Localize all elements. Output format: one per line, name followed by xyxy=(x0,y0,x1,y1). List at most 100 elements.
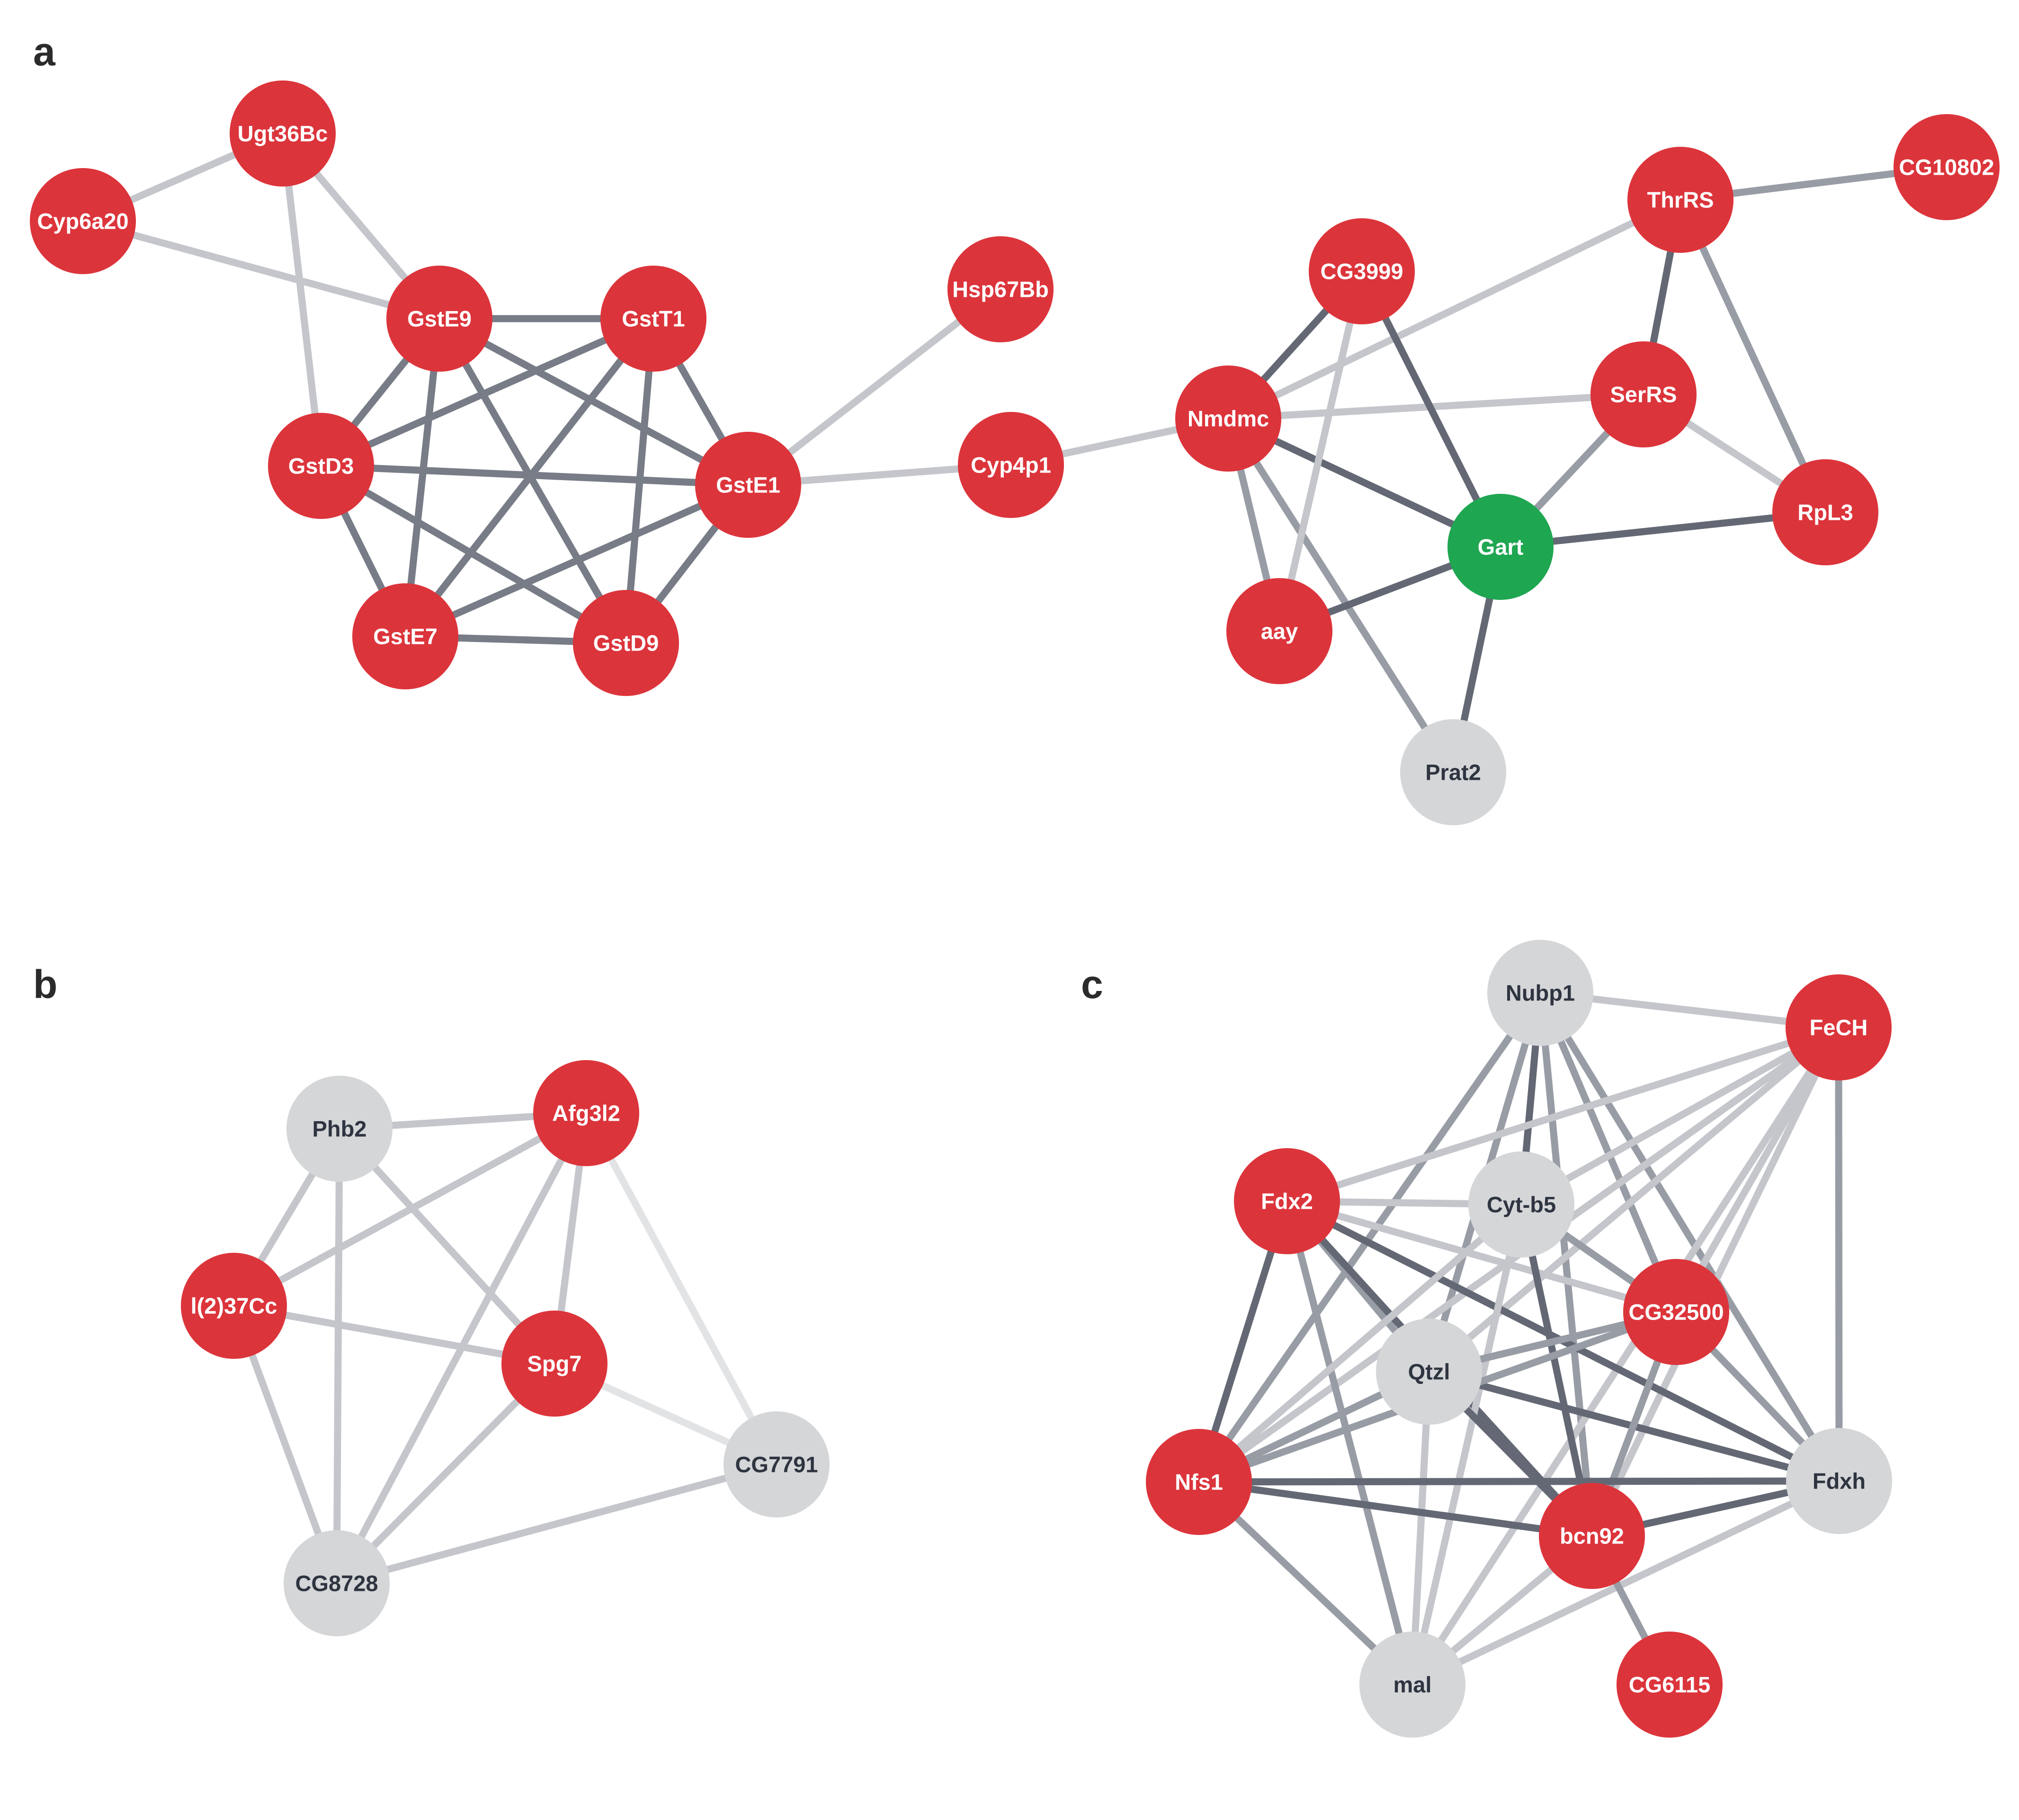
node-circle-gste7 xyxy=(352,583,458,689)
node-circle-qtzl xyxy=(1376,1319,1482,1425)
node-thrrs: ThrRS xyxy=(1627,147,1733,253)
edge-nubp1-fdxh xyxy=(1537,991,1842,1483)
node-circle-fdxh xyxy=(1786,1428,1892,1534)
edge-gart-rpl3 xyxy=(1500,509,1826,551)
edge-gste9-gste1 xyxy=(438,315,750,488)
node-label-cg6115: CG6115 xyxy=(1629,1672,1710,1697)
node-circle-mal xyxy=(1359,1632,1465,1738)
edge-thrrs-rpl3 xyxy=(1677,198,1829,514)
node-circle-cg8728 xyxy=(284,1530,390,1636)
edge-fech-mal xyxy=(1409,1025,1842,1687)
node-circle-fech xyxy=(1786,974,1892,1080)
edge-gste9-gste7 xyxy=(402,318,443,637)
edge-cyt-b5-mal xyxy=(1409,1204,1525,1686)
node-cg32500: CG32500 xyxy=(1623,1259,1729,1365)
node-circle-cg3999 xyxy=(1309,218,1415,324)
node-circle-nfs1 xyxy=(1146,1429,1252,1535)
node-fdx2: Fdx2 xyxy=(1234,1148,1340,1254)
node-gste1: GstE1 xyxy=(695,432,801,538)
node-fdxh: Fdxh xyxy=(1786,1428,1892,1534)
edge-nmdmc-prat2 xyxy=(1225,416,1456,775)
node-circle-aay xyxy=(1226,578,1332,684)
node-label-afg3l2: Afg3l2 xyxy=(552,1101,620,1126)
edge-cg8728-cg7791 xyxy=(336,1461,777,1587)
node-label-gste7: GstE7 xyxy=(373,624,438,649)
node-cyp4p1: Cyp4p1 xyxy=(958,412,1064,518)
edge-fech-cyt-b5 xyxy=(1519,1024,1840,1208)
node-label-gstd3: GstD3 xyxy=(288,454,354,479)
node-fech: FeCH xyxy=(1786,974,1892,1080)
edge-nubp1-nfs1 xyxy=(1196,990,1544,1484)
node-label-cg32500: CG32500 xyxy=(1628,1300,1724,1325)
node-circle-gart xyxy=(1447,494,1554,600)
node-bcn92: bcn92 xyxy=(1539,1483,1645,1589)
node-label-serrs: SerRS xyxy=(1610,382,1677,407)
node-label-gstt1: GstT1 xyxy=(622,306,685,331)
edge-afg3l2-cg7791 xyxy=(583,1111,780,1466)
edge-fdx2-mal xyxy=(1283,1200,1416,1686)
node-circle-cyp6a20 xyxy=(30,168,136,274)
node-label-gste1: GstE1 xyxy=(716,473,780,498)
node-circle-afg3l2 xyxy=(533,1060,639,1166)
node-circle-phb2 xyxy=(286,1076,393,1182)
node-circle-nubp1 xyxy=(1487,940,1593,1046)
node-label-ugt36bc: Ugt36Bc xyxy=(238,121,328,146)
node-label-cg10802: CG10802 xyxy=(1899,155,1994,180)
node-phb2: Phb2 xyxy=(286,1076,393,1182)
node-afg3l2: Afg3l2 xyxy=(533,1060,639,1166)
node-gste7: GstE7 xyxy=(352,583,458,689)
edge-gste1-hsp67bb xyxy=(746,286,1003,488)
node-label-cg3999: CG3999 xyxy=(1320,259,1403,284)
node-label-cg7791: CG7791 xyxy=(735,1452,818,1477)
node-circle-cg10802 xyxy=(1894,114,2000,220)
node-circle-bcn92 xyxy=(1539,1483,1645,1589)
node-label-fech: FeCH xyxy=(1810,1015,1868,1040)
node-circle-gste1 xyxy=(695,432,801,538)
node-label-nubp1: Nubp1 xyxy=(1506,981,1575,1006)
node-cg6115: CG6115 xyxy=(1617,1632,1723,1738)
node-circle-gstd3 xyxy=(268,413,374,519)
edge-nmdmc-serrs xyxy=(1228,391,1644,422)
node-circle-ugt36bc xyxy=(230,80,336,187)
node-mal: mal xyxy=(1359,1632,1465,1738)
node-circle-gste9 xyxy=(386,266,492,372)
edge-fdxh-mal xyxy=(1411,1478,1841,1688)
node-label-nmdmc: Nmdmc xyxy=(1188,406,1269,431)
node-label-mal: mal xyxy=(1394,1672,1432,1697)
node-circle-cg32500 xyxy=(1623,1259,1729,1365)
node-circle-thrrs xyxy=(1627,147,1733,253)
node-nubp1: Nubp1 xyxy=(1487,940,1593,1046)
node-circle-hsp67bb xyxy=(947,236,1054,342)
node-aay: aay xyxy=(1226,578,1332,684)
node-label-qtzl: Qtzl xyxy=(1408,1359,1450,1384)
node-label-cg8728: CG8728 xyxy=(295,1571,378,1596)
node-label-nfs1: Nfs1 xyxy=(1175,1470,1223,1495)
edge-gste9-gstd9 xyxy=(436,317,629,645)
node-circle-cyp4p1 xyxy=(958,412,1064,518)
node-gstd9: GstD9 xyxy=(573,590,679,696)
node-label-l-2-37cc: l(2)37Cc xyxy=(191,1294,277,1319)
node-cg7791: CG7791 xyxy=(724,1411,830,1517)
node-label-prat2: Prat2 xyxy=(1425,760,1481,785)
node-label-aay: aay xyxy=(1261,619,1298,644)
edge-nubp1-bcn92 xyxy=(1537,992,1596,1536)
node-nmdmc: Nmdmc xyxy=(1175,366,1281,472)
node-ugt36bc: Ugt36Bc xyxy=(230,80,336,187)
node-label-cyt-b5: Cyt-b5 xyxy=(1487,1192,1556,1217)
node-prat2: Prat2 xyxy=(1400,719,1506,825)
node-circle-gstd9 xyxy=(573,590,679,696)
node-label-gart: Gart xyxy=(1478,535,1524,560)
node-spg7: Spg7 xyxy=(501,1311,607,1417)
edge-cyp6a20-gste9 xyxy=(82,217,440,322)
node-circle-nmdmc xyxy=(1175,366,1281,472)
node-gart: Gart xyxy=(1447,494,1554,600)
node-serrs: SerRS xyxy=(1590,341,1697,447)
edge-nfs1-bcn92 xyxy=(1198,1478,1593,1540)
node-circle-fdx2 xyxy=(1234,1148,1340,1254)
node-cg8728: CG8728 xyxy=(284,1530,390,1636)
edge-cyt-b5-nfs1 xyxy=(1197,1202,1524,1485)
